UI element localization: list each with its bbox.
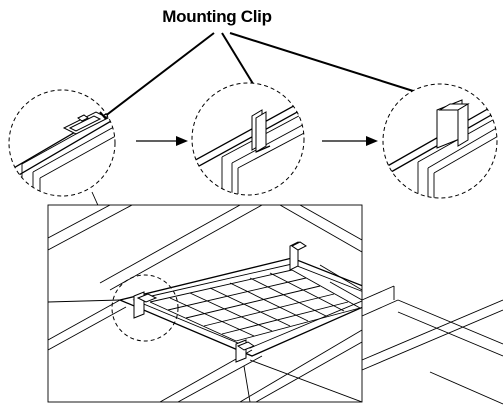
mounting-clip-corner	[235, 339, 256, 363]
mounting-clip-corner	[133, 291, 158, 319]
main-installation-view	[47, 204, 363, 403]
step-arrow-1-to-2	[136, 136, 188, 146]
step-arrow-2-to-3	[322, 136, 378, 146]
mounting-clip-label: Mounting Clip	[162, 7, 272, 26]
detail-circle-step-3	[382, 83, 498, 199]
ceiling-grid-extension	[361, 285, 503, 405]
corner-highlight-circle	[111, 274, 179, 342]
mounting-clip-corner	[289, 241, 307, 271]
fixture-louver-grid	[149, 269, 361, 342]
troffer-fixture	[117, 257, 362, 357]
ceiling-grid	[48, 205, 362, 402]
detail-circle-step-1	[8, 89, 116, 197]
detail-circle-step-2	[191, 82, 305, 196]
